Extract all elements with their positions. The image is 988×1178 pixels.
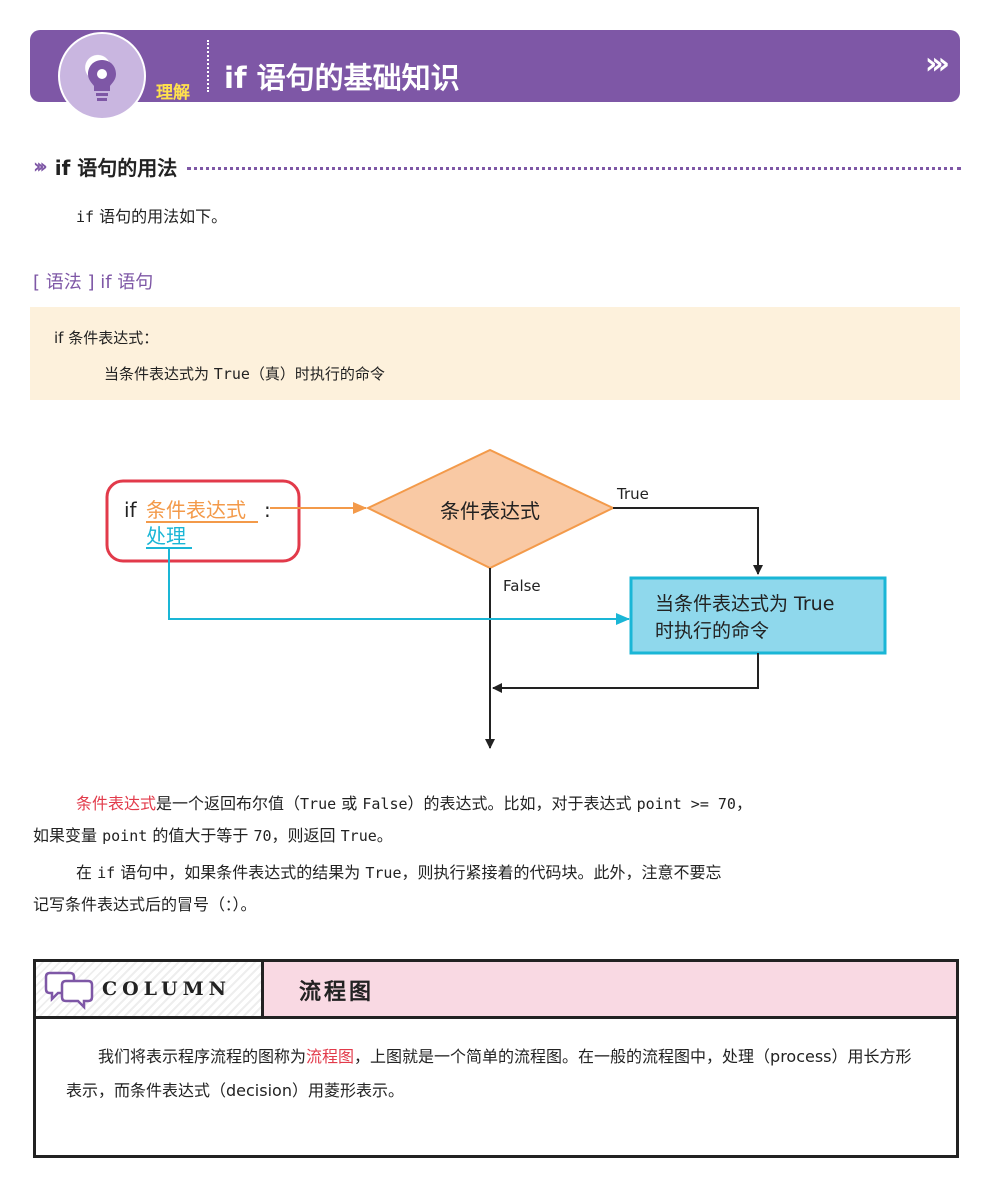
chevron-right-icon: ››› — [924, 46, 950, 82]
para2-h: ）。 — [232, 895, 257, 914]
para1-c: True — [300, 795, 337, 813]
process-line-2: 时执行的命令 — [655, 620, 769, 642]
para2-g: ： — [225, 896, 233, 914]
column-text: 我们将表示程序流程的图称为流程图，上图就是一个简单的流程图。在一般的流程图中，处… — [66, 1040, 926, 1108]
speech-bubble-icon — [44, 971, 94, 1011]
true-arrow — [613, 507, 763, 575]
para1-h: ， — [735, 794, 752, 813]
syntax-code-box: if 条件表达式： 当条件表达式为 True（真）时执行的命令 — [30, 307, 960, 400]
false-label: False — [503, 577, 541, 595]
para1-n: True — [340, 827, 377, 845]
flow-code-process: 处理 — [146, 524, 186, 548]
page-title: if 语句的基础知识 — [224, 61, 460, 95]
section-dotted-rule — [187, 166, 961, 170]
column-term-flowchart: 流程图 — [306, 1047, 355, 1066]
column-text-b: ，上图就是一个简单的流程图。在一般的流程图中，处理（process）用长方形表示… — [66, 1047, 912, 1100]
merge-arrow — [492, 653, 759, 693]
code-line-2-a: 当条件表达式为 — [104, 365, 210, 383]
para1-o: 。 — [376, 826, 393, 845]
column-box: COLUMN 流程图 我们将表示程序流程的图称为流程图，上图就是一个简单的流程图… — [33, 959, 959, 1158]
flowchart: if 条件表达式 : 处理 条件表达式 True False 当条件表达式为 T… — [105, 448, 887, 749]
code-line-1: if 条件表达式： — [54, 329, 159, 347]
term-condition: 条件表达式 — [76, 794, 157, 813]
column-badge: COLUMN — [36, 962, 264, 1016]
para2-c: 语句中，如果条件表达式的结果为 — [120, 863, 361, 882]
para2-f: 记写条件表达式后的冒号（ — [33, 895, 226, 914]
section-title: if 语句的用法 — [54, 155, 178, 180]
para1-d: 或 — [341, 794, 358, 813]
para1-g: point >= 70 — [636, 795, 736, 813]
para1-i: 如果变量 — [33, 826, 98, 845]
lightbulb-icon — [58, 32, 146, 120]
para1-e: False — [362, 795, 408, 813]
lightbulb-icon-graphic — [88, 60, 116, 101]
chapter-header: 理解 if 语句的基础知识 ››› — [30, 30, 960, 120]
para1-b: 是一个返回布尔值（ — [156, 794, 301, 813]
chevron-right-icon: ››› — [33, 154, 48, 178]
header-divider — [207, 40, 209, 92]
para2-a: 在 — [76, 863, 93, 882]
para1-m: ，则返回 — [271, 826, 336, 845]
para2-e: ，则执行紧接着的代码块。此外，注意不要忘 — [401, 863, 722, 882]
section-heading: ››› if 语句的用法 — [33, 152, 961, 180]
process-box — [629, 576, 887, 655]
flow-code-colon: : — [264, 498, 271, 522]
process-line-1: 当条件表达式为 True — [655, 593, 834, 615]
intro-paragraph: if 语句的用法如下。 — [76, 204, 227, 230]
code-line-2-code: True — [213, 365, 250, 383]
para2-d: True — [365, 864, 402, 882]
paragraph-2: 在 if 语句中，如果条件表达式的结果为 True，则执行紧接着的代码块。此外，… — [33, 860, 961, 918]
paragraph-1: 条件表达式是一个返回布尔值（True 或 False）的表达式。比如，对于表达式… — [33, 791, 961, 849]
column-header: COLUMN 流程图 — [36, 962, 956, 1019]
flow-code-if: if — [124, 498, 138, 522]
true-label: True — [616, 485, 649, 503]
code-line-2-b: （真）时执行的命令 — [249, 365, 385, 383]
para1-j: point — [102, 827, 148, 845]
para1-l: 70 — [253, 827, 272, 845]
para1-f: ）的表达式。比如，对于表达式 — [407, 794, 632, 813]
column-badge-text: COLUMN — [102, 978, 231, 1000]
intro-code: if — [76, 208, 95, 226]
diamond-label: 条件表达式 — [440, 499, 540, 523]
intro-text: 语句的用法如下。 — [99, 207, 228, 226]
code-line-2: 当条件表达式为 True（真）时执行的命令 — [104, 363, 385, 384]
header-tag: 理解 — [156, 83, 190, 103]
column-title: 流程图 — [299, 980, 375, 1005]
para1-k: 的值大于等于 — [152, 826, 249, 845]
syntax-label: [ 语法 ] if 语句 — [33, 272, 154, 293]
para2-b: if — [97, 864, 116, 882]
column-text-a: 我们将表示程序流程的图称为 — [98, 1047, 307, 1066]
flow-code-condition: 条件表达式 — [146, 498, 246, 522]
process-arrow — [168, 548, 630, 625]
